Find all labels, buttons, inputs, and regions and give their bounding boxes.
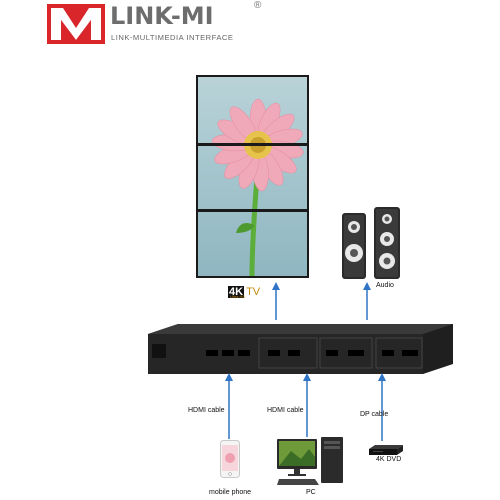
brand-logo-icon: [47, 4, 105, 44]
audio-label: Audio: [376, 282, 394, 289]
pc-label: PC: [306, 489, 316, 496]
phone-label: mobile phone: [209, 489, 252, 496]
dvd-label: 4K DVD: [376, 456, 402, 463]
mobile-phone-icon: [220, 440, 240, 478]
registered-mark: ®: [254, 0, 262, 11]
arrow-from-dvd: [378, 373, 386, 441]
dvd-cable-label: DP cable: [360, 411, 389, 418]
brand-name: LINK-MI: [110, 2, 214, 30]
tv-word: TV: [246, 286, 261, 298]
arrow-from-phone: [225, 373, 233, 439]
arrow-to-audio: [363, 282, 371, 320]
pc-cable-label: HDMI cable: [267, 407, 304, 414]
4k-badge: 4K: [228, 286, 245, 298]
phone-cable-label: HDMI cable: [188, 407, 225, 414]
pc-icon: [277, 437, 343, 485]
arrow-to-tv: [272, 282, 280, 320]
speakers-icon: [342, 207, 400, 279]
ultra-hd-text: Ultra HD: [230, 294, 246, 299]
brand-tagline: LINK-MULTIMEDIA INTERFACE: [111, 33, 234, 42]
arrow-from-pc: [303, 373, 311, 437]
dvd-player-icon: [369, 445, 403, 455]
video-wall-display: [196, 75, 309, 278]
video-wall-controller: [148, 324, 453, 374]
